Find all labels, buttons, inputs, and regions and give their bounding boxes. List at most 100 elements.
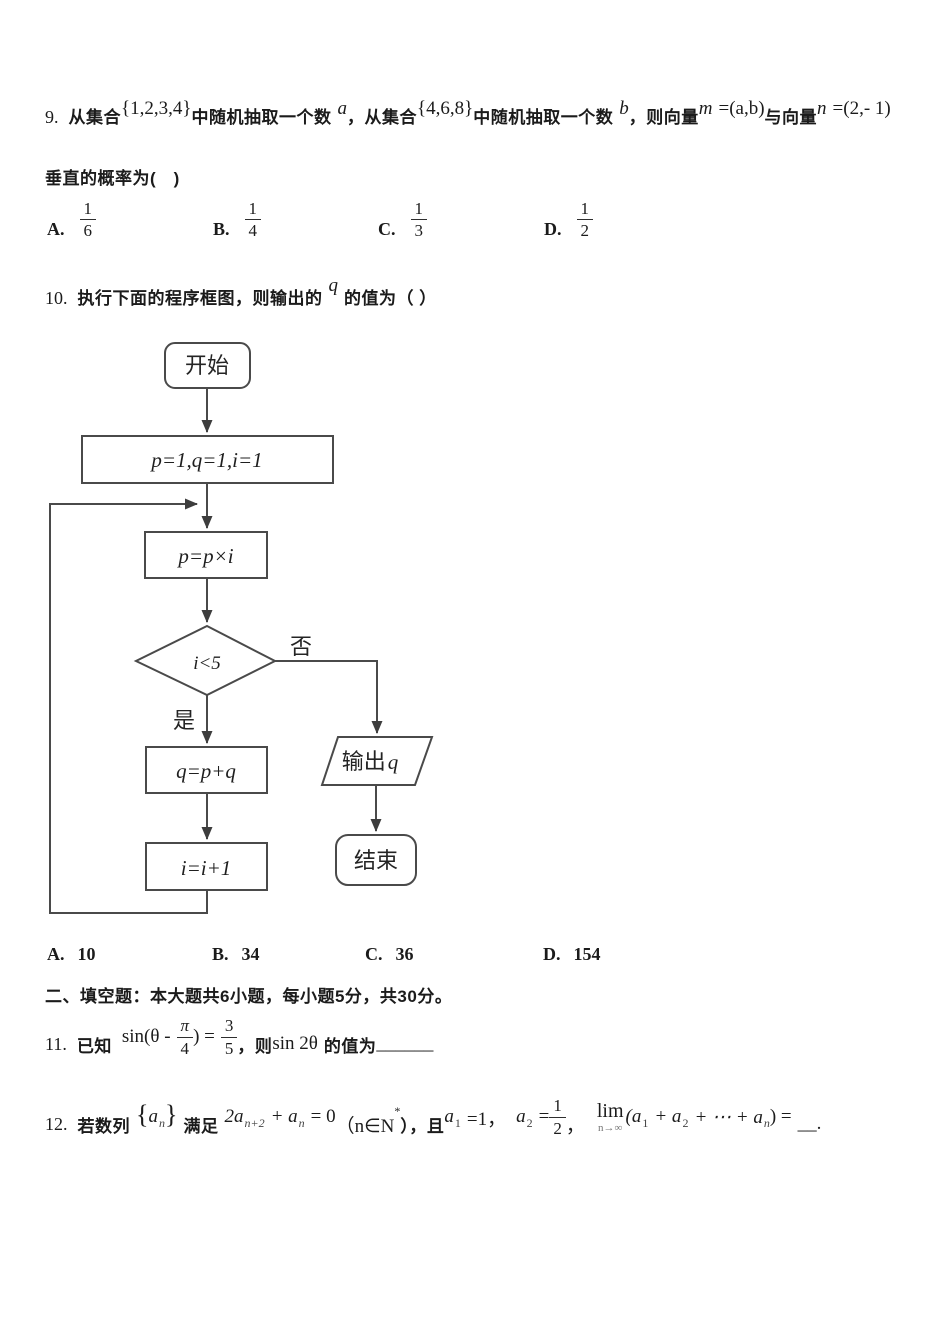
q12-domain-close: ），且 [400,1116,445,1136]
q12-a2: a [516,1106,526,1127]
q12-domain-sup: * [394,1103,401,1118]
q12-cond-text: 满足 [183,1116,219,1136]
flow-init-label: p=1,q=1,i=1 [149,448,262,472]
flow-multiply-label: p=p×i [176,544,233,568]
q9-vector-m: m [698,98,713,119]
flow-yes-label: 是 [173,708,195,733]
q12-seq-a: a [148,1106,158,1127]
question-9-number: 9. [45,107,59,127]
q9-option-a-label: A. [47,218,65,239]
q9-option-c-label: C. [378,218,396,239]
q10-text-after: 的值为（ ） [344,289,437,308]
q12-sum-s3: n [763,1115,770,1130]
q12-a1-sub: 1 [454,1115,461,1130]
question-10-number: 10. [45,288,68,308]
q9-text-3: ，从集合 [347,108,417,127]
q11-prefix: 已知 [76,1036,112,1056]
q12-close-eq: ) = [769,1106,792,1127]
q9-option-d-label: D. [544,218,562,239]
q9-vector-n-value: =(2,- 1) [832,98,891,119]
q9-var-a: a [337,98,348,119]
q12-a1: a [444,1106,454,1127]
q9-text-6: 与向量 [764,108,818,127]
q12-a2-eq: = [538,1106,550,1127]
q9-vector-n: n [817,98,827,119]
q12-prefix: 若数列 [77,1116,130,1136]
q11-answer-blank: ______ [376,1033,434,1054]
q11-sin-expression: sin(θ - [121,1026,171,1047]
q9-text-5: ，则向量 [628,108,699,127]
q9-vector-m-value: =(a,b) [718,98,765,119]
q10-text-before: 执行下面的程序框图，则输出的 [77,289,323,308]
question-12-number: 12. [45,1113,68,1134]
q12-seq-sub: n [158,1115,165,1130]
question-10-line: 10. 执行下面的程序框图，则输出的 q 的值为（ ） [45,275,437,315]
q12-sum-a2: + a [654,1106,682,1127]
q12-answer-blank: __. [797,1113,822,1134]
flow-no-label: 否 [290,634,312,659]
q9-option-b-label: B. [213,218,230,239]
flow-start-label: 开始 [185,353,229,378]
q10-flowchart: 开始 p=1,q=1,i=1 p=p×i i<5 否 是 q=p+q i=i+1… [49,342,434,914]
flow-output-parallelogram [320,736,434,786]
q12-brace-close: } [164,1100,178,1129]
flow-end-box [335,834,417,886]
q12-term-2-sub: n [298,1115,305,1130]
flow-increment-label: i=i+1 [181,856,232,880]
q9-var-b: b [619,98,629,119]
q11-sin2theta: sin 2θ [272,1033,318,1054]
q12-sum-s2: 2 [682,1115,689,1130]
flow-end-label: 结束 [354,848,398,873]
q12-term-1: 2a [224,1106,244,1127]
q10-option-a: A.10 [47,944,96,964]
q9-set-1: {1,2,3,4} [121,98,192,119]
q9-text-4: 中随机抽取一个数 [473,108,614,127]
q11-suffix: 的值为 [323,1036,377,1056]
flow-output-label: 输出q [342,749,399,774]
q12-equals-zero: = 0 [310,1106,336,1127]
q11-equals: ) = [193,1026,215,1047]
section-2-header: 二、填空题：本大题共6小题，每小题5分，共30分。 [45,987,453,1006]
q12-sum-s1: 1 [642,1115,649,1130]
q12-sum-open: (a [625,1106,642,1127]
flow-condition-label: i<5 [193,653,221,674]
flow-increment-box [145,842,268,891]
q12-sum-tail: + ⋯ + a [694,1106,763,1128]
question-10-options: A.10 B.34 C.36 D.154 [0,944,950,970]
flow-no-branch-line [275,660,383,734]
q10-output-variable: q [328,275,339,296]
q12-brace-open: { [136,1100,149,1129]
q12-comma: ， [565,1115,585,1137]
q10-option-d: D.154 [543,944,601,964]
q9-text-2: 中随机抽取一个数 [191,108,332,127]
question-9-line-2: 垂直的概率为( ) [45,169,180,188]
q11-mid-text: ，则 [237,1036,273,1056]
q10-option-b: B.34 [212,944,260,964]
q12-term-2: + a [270,1106,298,1127]
q9-text-1: 从集合 [68,108,121,127]
flow-loop-line [49,498,208,914]
q12-term-1-sub: n+2 [244,1115,265,1130]
question-11-number: 11. [45,1033,67,1054]
q12-a1-eq: =1， [466,1108,507,1130]
flow-add-label: q=p+q [176,759,236,783]
q12-a2-sub: 2 [526,1115,533,1130]
q10-option-c: C.36 [365,944,414,964]
q12-domain: （n∈N [335,1115,395,1137]
